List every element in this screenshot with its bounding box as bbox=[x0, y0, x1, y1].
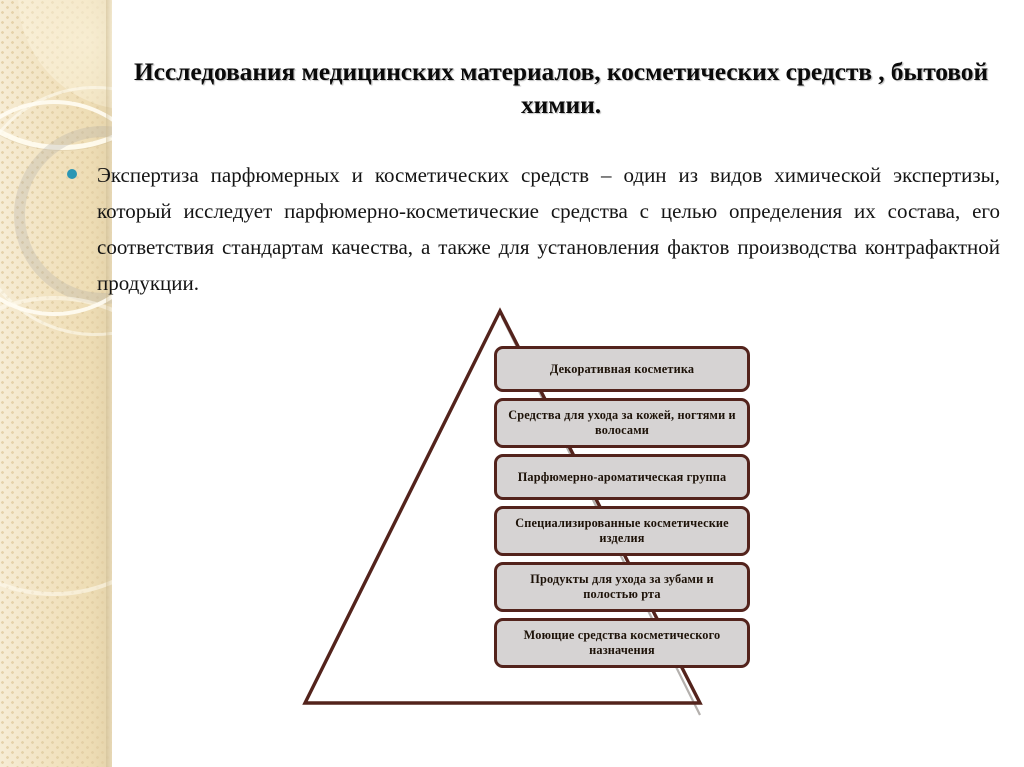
pyramid-level-4-label: Специализированные косметические изделия bbox=[515, 516, 729, 545]
pyramid-level-2[interactable]: Средства для ухода за кожей, ногтями и в… bbox=[494, 398, 750, 448]
pyramid-level-6-label: Моющие средства косметического назначени… bbox=[523, 628, 721, 657]
pyramid-diagram: Декоративная косметика Средства для уход… bbox=[280, 295, 780, 725]
decorative-cream-ring-outer-icon bbox=[0, 86, 112, 336]
pyramid-level-5-label: Продукты для ухода за зубами и полостью … bbox=[530, 572, 714, 601]
border-edge-divider bbox=[106, 0, 112, 767]
pyramid-level-5[interactable]: Продукты для ухода за зубами и полостью … bbox=[494, 562, 750, 612]
pyramid-level-2-label: Средства для ухода за кожей, ногтями и в… bbox=[508, 408, 736, 437]
pyramid-level-list: Декоративная косметика Средства для уход… bbox=[494, 346, 752, 674]
decorative-left-border bbox=[0, 0, 112, 767]
pyramid-level-6[interactable]: Моющие средства косметического назначени… bbox=[494, 618, 750, 668]
pyramid-level-3[interactable]: Парфюмерно-ароматическая группа bbox=[494, 454, 750, 500]
page-title: Исследования медицинских материалов, кос… bbox=[133, 57, 989, 119]
body-paragraph: Экспертиза парфюмерных и косметических с… bbox=[97, 163, 1000, 295]
decorative-arc-lower-icon bbox=[0, 296, 112, 596]
decorative-cream-ring-icon bbox=[0, 100, 112, 316]
decorative-wedge-icon bbox=[18, 0, 112, 110]
bullet-dot-icon bbox=[67, 169, 77, 179]
pyramid-level-1[interactable]: Декоративная косметика bbox=[494, 346, 750, 392]
pyramid-level-3-label: Парфюмерно-ароматическая группа bbox=[517, 469, 727, 484]
pyramid-level-4[interactable]: Специализированные косметические изделия bbox=[494, 506, 750, 556]
pyramid-level-1-label: Декоративная косметика bbox=[549, 361, 695, 376]
